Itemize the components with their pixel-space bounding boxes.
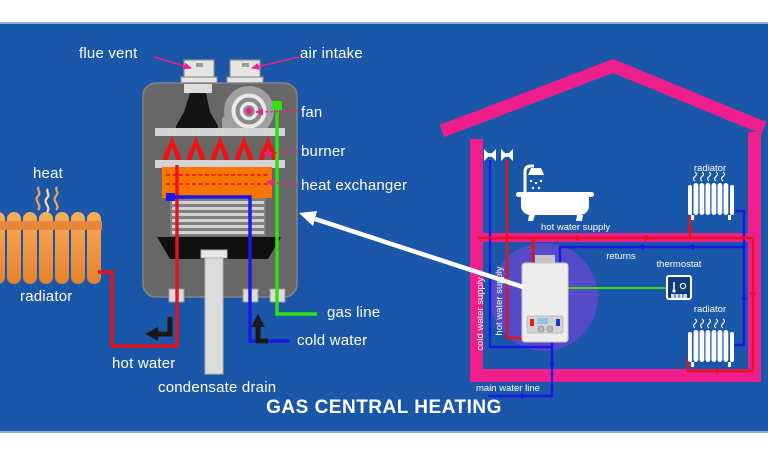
house-pipes (478, 160, 756, 399)
shower-spray (529, 179, 543, 190)
main-pipes (98, 101, 317, 348)
thermostat-label: thermostat (656, 259, 702, 270)
flue-vent-stack (183, 59, 215, 79)
gas-line-pipe (275, 107, 317, 316)
main-water-line-label: main water line (476, 383, 540, 394)
cold-water-label: cold water (297, 332, 368, 349)
hot-water-supply-label: hot water supply (541, 222, 611, 233)
exhaust-funnel (176, 93, 218, 134)
house-structure (439, 59, 767, 382)
hot-water-label: hot water (112, 355, 176, 372)
thermostat-icon (666, 275, 692, 300)
hot-water-pipe (98, 165, 179, 348)
returns-label: returns (606, 251, 636, 262)
roof (439, 59, 767, 138)
house-boiler (521, 255, 569, 343)
label-leader-lines (153, 56, 300, 187)
valve-icon (484, 149, 496, 161)
lower-radiator (687, 318, 735, 368)
gas-line-label: gas line (327, 304, 381, 321)
blue-background (0, 22, 768, 433)
page-title: GAS CENTRAL HEATING (266, 397, 502, 418)
left-wall (470, 139, 483, 382)
left-radiator (0, 186, 102, 284)
hot-water-supply-vertical-label: hot water supply (494, 266, 505, 336)
cold-water-supply-label: cold water supply (475, 277, 486, 351)
heat-waves (35, 186, 59, 213)
cold-water-arrow (251, 314, 268, 344)
flue-collar (184, 84, 212, 93)
radiator-label-upper: radiator (693, 163, 727, 174)
hot-water-arrow (145, 317, 173, 341)
right-wall (748, 132, 761, 382)
valve-icon (501, 149, 513, 161)
heat-exchanger-label: heat exchanger (301, 177, 408, 194)
ground-floor (470, 369, 761, 382)
heat-exchanger-block (162, 167, 272, 198)
radiator-label-lower: radiator (693, 304, 727, 315)
heat-label: heat (33, 165, 63, 182)
condensate-drain-label: condensate drain (158, 379, 277, 396)
shower-head-icon (528, 168, 544, 175)
cold-water-pipe (172, 195, 290, 343)
condensate-drain-pipe (200, 249, 228, 375)
burner-label: burner (301, 143, 346, 160)
radiator-label-left: radiator (20, 288, 73, 305)
shower-arm (523, 164, 534, 192)
air-intake-label: air intake (300, 45, 363, 62)
zoom-arrow (299, 211, 524, 290)
fan-label: fan (301, 104, 323, 121)
flue-vent-label: flue vent (79, 45, 138, 62)
air-intake-stack (229, 59, 261, 79)
bathtub (516, 164, 594, 221)
upper-radiator (687, 171, 735, 221)
